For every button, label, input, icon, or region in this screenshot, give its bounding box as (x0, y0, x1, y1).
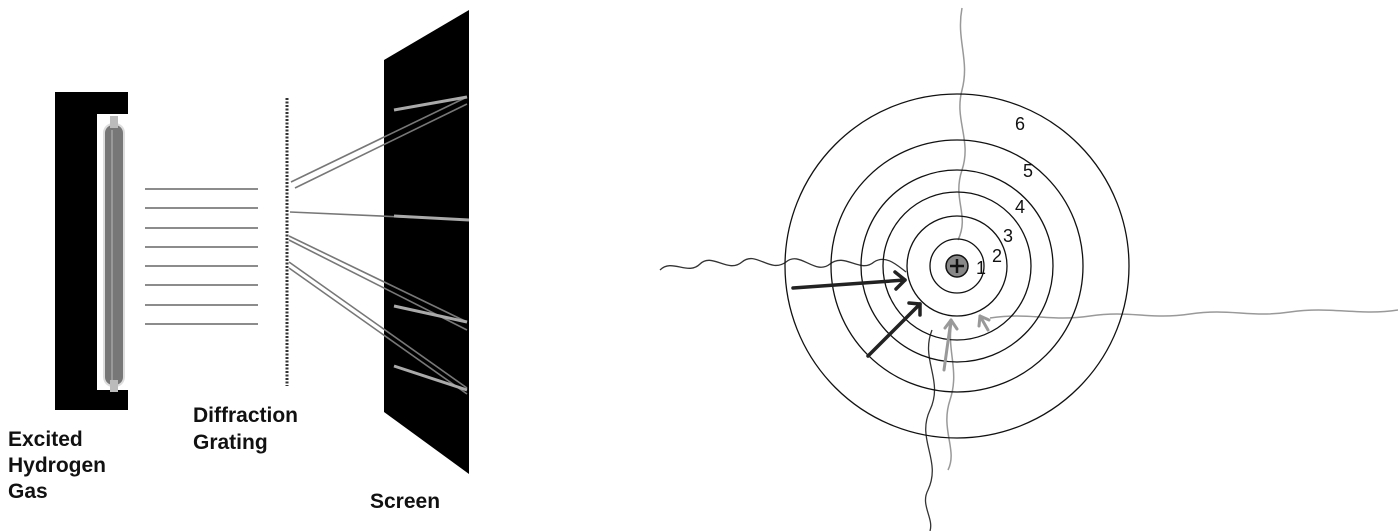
orbit-number-4: 4 (1015, 197, 1025, 217)
orbit-number-5: 5 (1023, 161, 1033, 181)
spectroscope-apparatus: Excited Hydrogen Gas Diffraction Grating… (8, 10, 469, 513)
orbit-number-6: 6 (1015, 114, 1025, 134)
arrow-3-to-2 (979, 316, 989, 330)
hydrogen-tube (104, 116, 124, 392)
photon-wave-left (660, 259, 906, 272)
orbit-number-1: 1 (976, 258, 986, 278)
screen (384, 10, 469, 474)
orbit-number-3: 3 (1003, 226, 1013, 246)
photon-wave-top (958, 8, 965, 240)
arrow-5-to-2 (868, 303, 920, 356)
photon-wave-bottom (925, 330, 934, 531)
photon-wave-right (990, 310, 1398, 318)
photon-waves-light (947, 8, 1398, 470)
nucleus (946, 255, 968, 277)
orbit-number-2: 2 (992, 246, 1002, 266)
screen-label: Screen (370, 490, 440, 513)
arrow-6-to-2 (793, 272, 905, 289)
bohr-atom-model: 1 2 3 4 5 6 (660, 8, 1398, 531)
light-beam (145, 189, 258, 324)
source-label: Excited Hydrogen Gas (8, 428, 112, 503)
photon-waves-dark (660, 259, 935, 531)
grating-label: Diffraction Grating (193, 404, 304, 454)
